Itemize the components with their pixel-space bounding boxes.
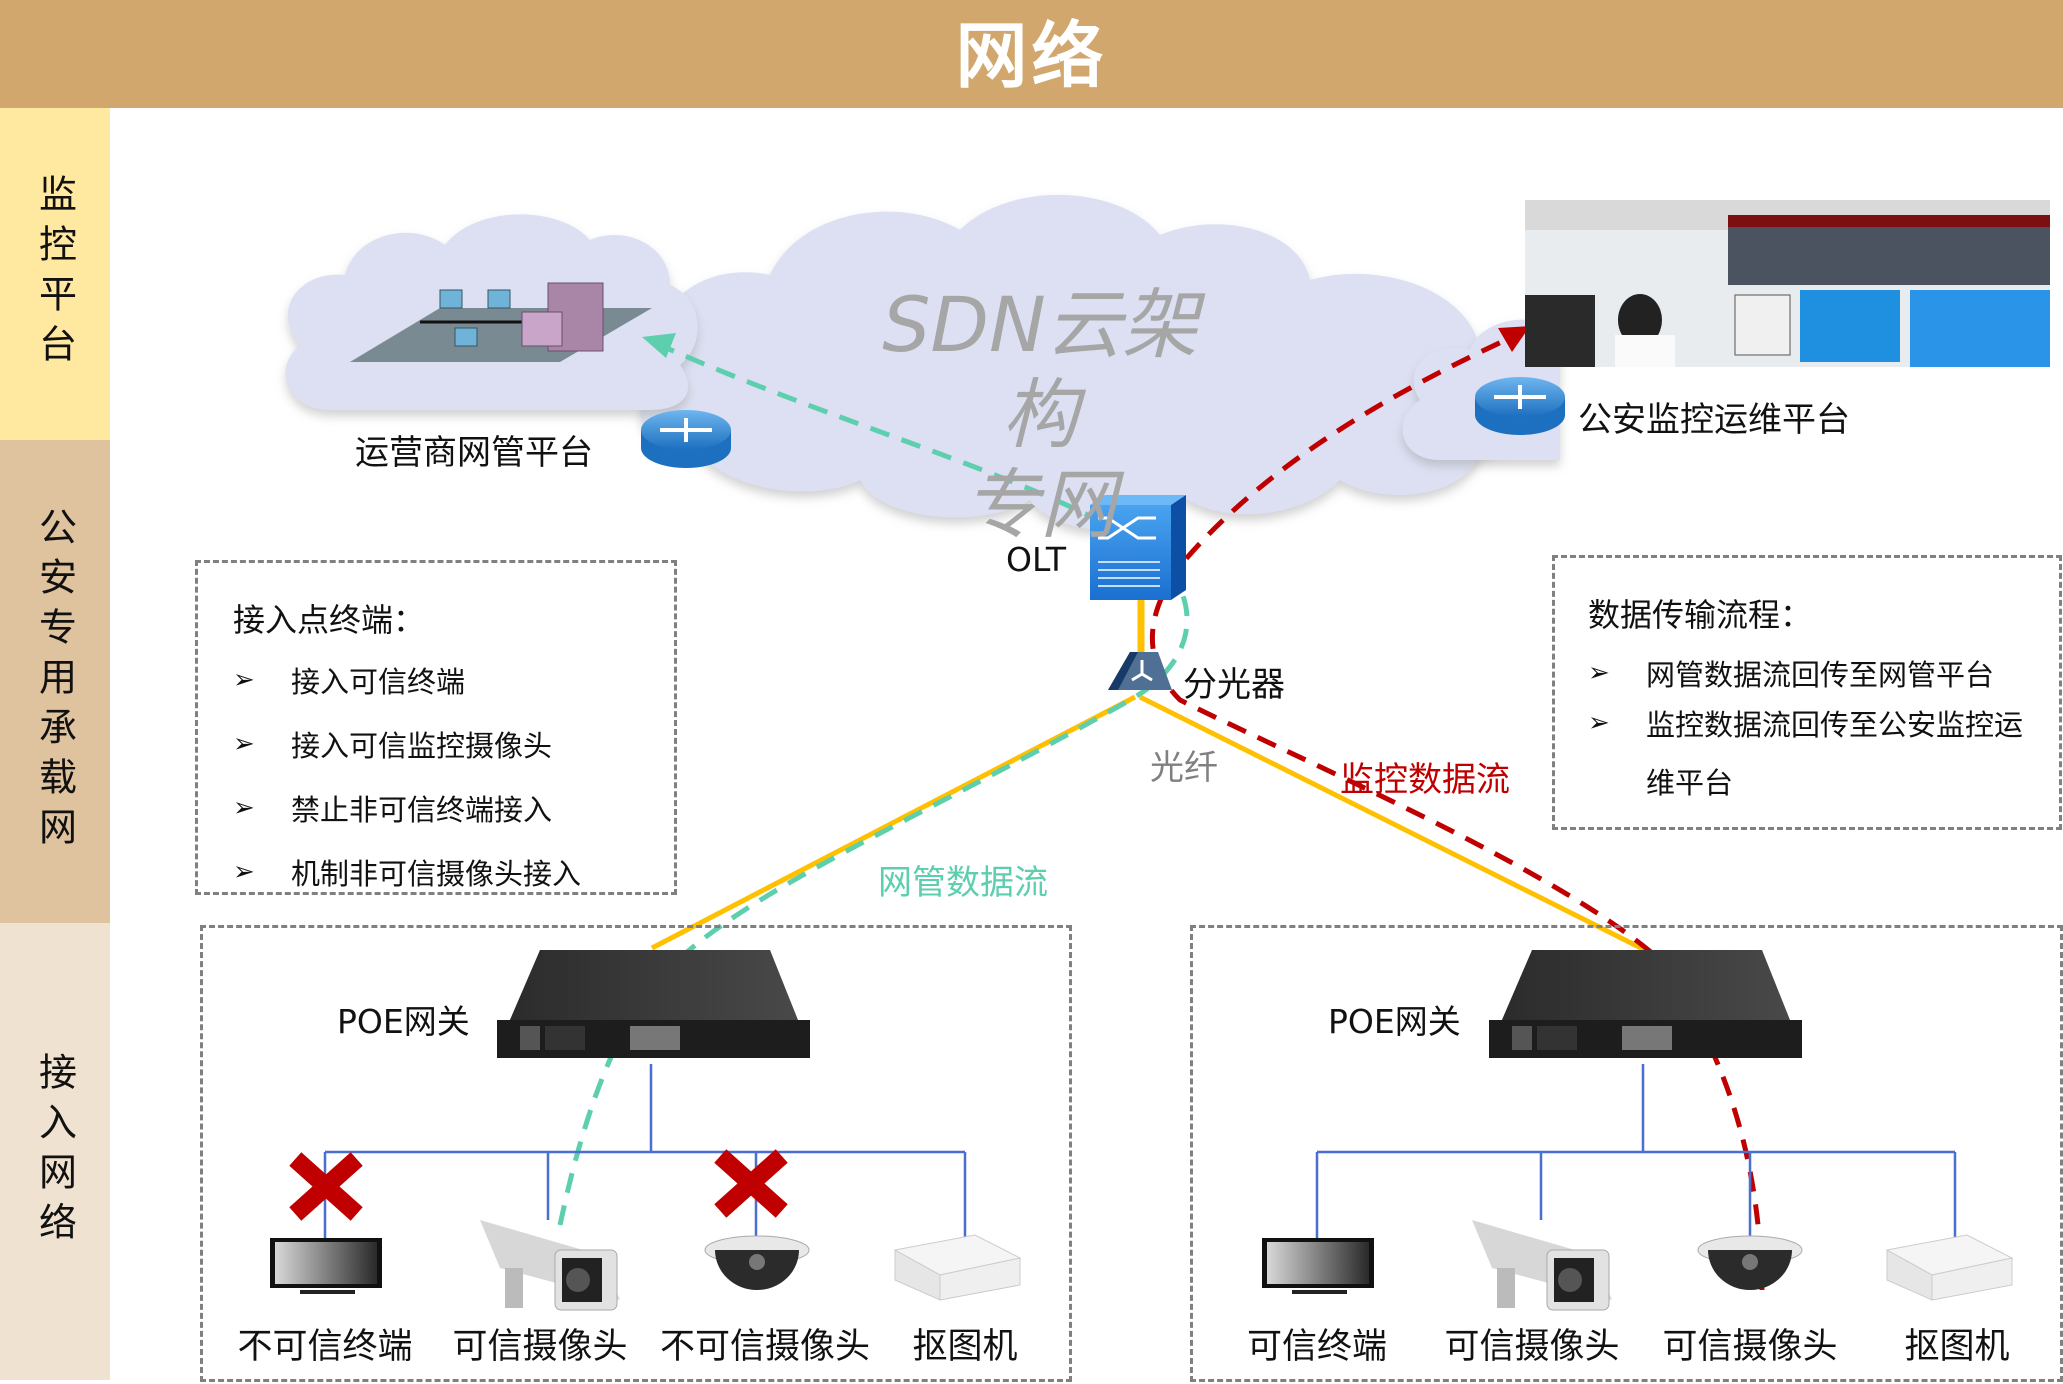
mini-box-icon — [1885, 1234, 2014, 1301]
info-item: ➢接入可信监控摄像头 — [233, 729, 553, 763]
mgmt-flow-arrowhead — [642, 333, 676, 358]
sidebar-label: 接入网络 — [32, 1051, 77, 1252]
sidebar-section-monitor-platform: 监控平台 — [0, 108, 110, 440]
fiber-splitter-right-gateway — [1138, 694, 1647, 953]
dome-camera-icon — [704, 1235, 810, 1290]
info-item: ➢禁止非可信终端接入 — [233, 793, 553, 827]
info-box-title: 数据传输流程： — [1588, 596, 1813, 634]
right-access-tree — [1315, 1064, 1957, 1245]
olt-switch-icon — [1090, 495, 1186, 600]
splitter-label: 分光器 — [1183, 665, 1285, 705]
carrier-router-icon — [641, 410, 731, 468]
carrier-platform-label: 运营商网管平台 — [355, 433, 593, 473]
left-gateway-label: POE网关 — [337, 1002, 470, 1041]
sidebar-label: 监控平台 — [32, 174, 77, 374]
monitoring-center-photo — [1525, 200, 2050, 367]
arrow-bullet-icon: ➢ — [1588, 708, 1610, 738]
sdn-cloud — [640, 194, 1525, 530]
access-terminal-info-box: 接入点终端： ➢接入可信终端 ➢接入可信监控摄像头 ➢禁止非可信终端接入 ➢机制… — [195, 560, 677, 895]
arrow-bullet-icon: ➢ — [233, 793, 255, 823]
page-title: 网络 — [955, 14, 1108, 98]
info-item: ➢监控数据流回传至公安监控运维平台 — [1588, 708, 2024, 800]
sidebar-section-bearer-network: 公安专用承载网 — [0, 440, 110, 923]
monitor-flow-arrowhead — [1498, 326, 1530, 352]
blocked-x-icon — [289, 1152, 363, 1221]
nms-network-icon — [350, 282, 652, 362]
arrow-bullet-icon: ➢ — [233, 729, 255, 759]
left-poe-gateway-icon — [497, 950, 810, 1058]
mgmt-flow-label: 网管数据流 — [878, 863, 1048, 903]
info-box-title: 接入点终端： — [233, 601, 426, 639]
data-flow-info-box: 数据传输流程： ➢网管数据流回传至网管平台 ➢监控数据流回传至公安监控运维平台 — [1552, 555, 2062, 830]
blocked-x-icon — [714, 1149, 788, 1218]
box-camera-icon — [1472, 1220, 1612, 1311]
fiber-label: 光纤 — [1150, 748, 1218, 788]
sdn-cloud-title-line1: SDN云架构 — [882, 280, 1198, 459]
sidebar-section-access-network: 接入网络 — [0, 923, 110, 1380]
info-item: ➢网管数据流回传至网管平台 — [1588, 658, 1995, 692]
box-camera-icon — [480, 1220, 620, 1311]
arrow-bullet-icon: ➢ — [233, 665, 255, 695]
police-platform-label: 公安监控运维平台 — [1578, 400, 1850, 440]
info-item: ➢机制非可信摄像头接入 — [233, 857, 582, 891]
arrow-bullet-icon: ➢ — [1588, 658, 1610, 688]
mini-box-icon — [893, 1234, 1022, 1301]
monitor-flow-line — [1150, 335, 1765, 1291]
sdn-cloud-title: SDN云架构 专网 — [860, 280, 1220, 550]
device-label: 可信终端 — [1246, 1327, 1387, 1367]
monitor-icon — [1262, 1238, 1374, 1294]
right-access-group — [1190, 925, 2063, 1382]
sdn-cloud-title-line2: 专网 — [964, 460, 1116, 549]
dome-camera-icon — [1697, 1235, 1803, 1290]
right-gateway-label: POE网关 — [1328, 1002, 1461, 1041]
device-label: 可信摄像头 — [1662, 1327, 1838, 1367]
arrow-bullet-icon: ➢ — [233, 857, 255, 887]
sidebar-label: 公安专用承载网 — [32, 506, 77, 857]
monitor-icon — [270, 1238, 382, 1294]
monitor-flow-label: 监控数据流 — [1340, 760, 1510, 800]
device-label: 抠图机 — [1904, 1327, 2010, 1367]
optical-splitter-icon — [1108, 652, 1172, 690]
olt-label: OLT — [1006, 540, 1066, 579]
device-label: 抠图机 — [912, 1327, 1018, 1367]
police-router-icon — [1475, 377, 1565, 435]
device-label: 不可信终端 — [237, 1327, 413, 1367]
device-label: 不可信摄像头 — [659, 1327, 870, 1367]
info-item: ➢接入可信终端 — [233, 665, 466, 699]
right-poe-gateway-icon — [1489, 950, 1802, 1058]
device-label: 可信摄像头 — [1444, 1327, 1620, 1367]
header-bar — [0, 0, 2063, 108]
left-access-group — [200, 925, 1072, 1382]
device-label: 可信摄像头 — [452, 1327, 628, 1367]
